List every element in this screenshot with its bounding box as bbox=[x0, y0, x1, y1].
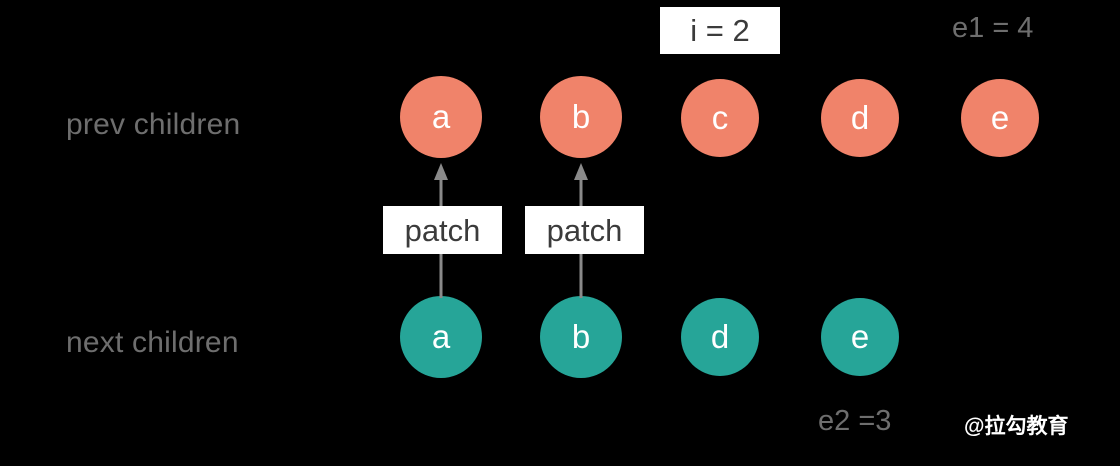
next-node-b: b bbox=[540, 296, 622, 378]
node-letter: b bbox=[571, 317, 591, 355]
node-letter: a bbox=[431, 317, 451, 355]
node-letter: d bbox=[710, 317, 730, 355]
patch-box-a: patch bbox=[383, 206, 502, 254]
i-index-box: i = 2 bbox=[660, 7, 780, 54]
prev-node-a: a bbox=[400, 76, 482, 158]
node-letter: e bbox=[990, 98, 1010, 136]
prev-node-b: b bbox=[540, 76, 622, 158]
prev-node-c: c bbox=[681, 79, 759, 157]
node-letter: d bbox=[850, 98, 870, 136]
node-letter: a bbox=[431, 97, 451, 135]
node-letter: b bbox=[571, 97, 591, 135]
prev-node-d: d bbox=[821, 79, 899, 157]
e1-label: e1 = 4 bbox=[952, 12, 1034, 44]
patch-box-b: patch bbox=[525, 206, 644, 254]
prev-node-e: e bbox=[961, 79, 1039, 157]
node-letter: e bbox=[850, 317, 870, 355]
next-node-a: a bbox=[400, 296, 482, 378]
e2-label: e2 =3 bbox=[818, 405, 892, 437]
next-node-e: e bbox=[821, 298, 899, 376]
next-children-label: next children bbox=[66, 326, 239, 359]
node-letter: c bbox=[711, 98, 729, 136]
prev-children-label: prev children bbox=[66, 108, 241, 141]
next-node-d: d bbox=[681, 298, 759, 376]
watermark: @拉勾教育 bbox=[964, 415, 1069, 438]
